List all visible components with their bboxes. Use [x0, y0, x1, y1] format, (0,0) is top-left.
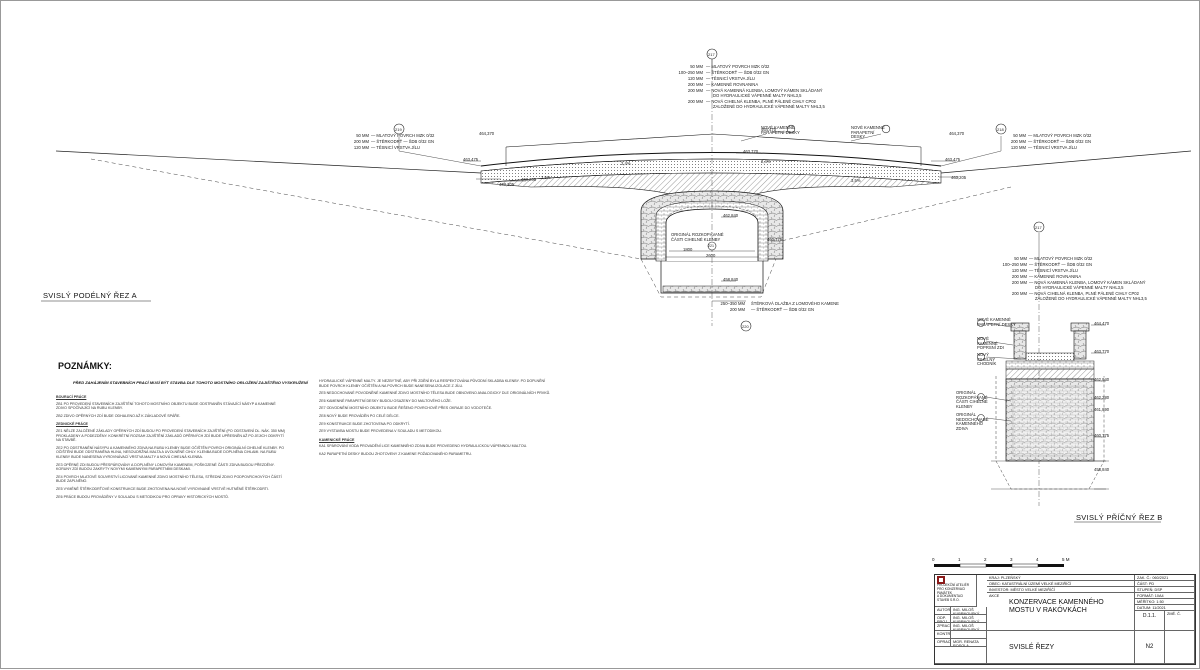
terrain-right [940, 150, 1192, 174]
terrain-left [55, 150, 482, 174]
scale-2: 2 [984, 557, 987, 562]
project-cell: AKCE KONZERVACE KAMENNÉHO MOSTU V RAKÓVK… [987, 593, 1135, 631]
drawing-name-cell: SVISLÉ ŘEZY [987, 631, 1135, 664]
notes-column-2: HYDRAULICKÉ VÁPENNÉ MALTY. JE NEZBYTNÉ, … [319, 379, 551, 456]
scale-3: 3 [1010, 557, 1013, 562]
drawing-name: SVISLÉ ŘEZY [1009, 644, 1055, 651]
scale-bar [934, 563, 1064, 568]
notes-heading: POZNÁMKY: [58, 361, 112, 371]
title-block: PROJEKČNÍ ATELIÉR PRO KONZERVACI PAMÁTEK… [934, 574, 1196, 665]
project-name: KONZERVACE KAMENNÉHO MOSTU V RAKÓVKÁCH [1009, 599, 1104, 615]
scale-1: 1 [958, 557, 961, 562]
marker-217b: 217 [1035, 225, 1042, 230]
section-b-drawing [977, 221, 1109, 506]
marker-219: 219 [395, 127, 402, 132]
notes-column-1: BOURACÍ PRÁCE ZB1 PO PROVEDENÍ STAVEBNÍC… [56, 395, 286, 499]
drawing-number: D.1.1. [1135, 611, 1165, 631]
marker-217: 217 [708, 52, 715, 57]
scale-4: 4 [1036, 557, 1039, 562]
company-block: PROJEKČNÍ ATELIÉR PRO KONZERVACI PAMÁTEK… [935, 575, 977, 607]
marker-221: 221 [708, 244, 714, 248]
company-logo-icon [937, 576, 945, 584]
scale-5: 5 M [1062, 557, 1070, 562]
marker-218: 218 [997, 127, 1004, 132]
section-a-drawing [55, 48, 1192, 332]
section-b-title: SVISLÝ PŘÍČNÝ ŘEZ B [1076, 513, 1163, 522]
marker-220: 220 [742, 324, 749, 329]
section-a-title: SVISLÝ PODÉLNÝ ŘEZ A [43, 291, 137, 300]
sheet-number: N2 [1135, 631, 1165, 664]
notes-subheading: PŘED ZAHÁJENÍM STAVEBNÍCH PRACÍ MUSÍ BÝT… [73, 380, 308, 385]
scale-0: 0 [932, 557, 935, 562]
fill-body [480, 172, 942, 198]
